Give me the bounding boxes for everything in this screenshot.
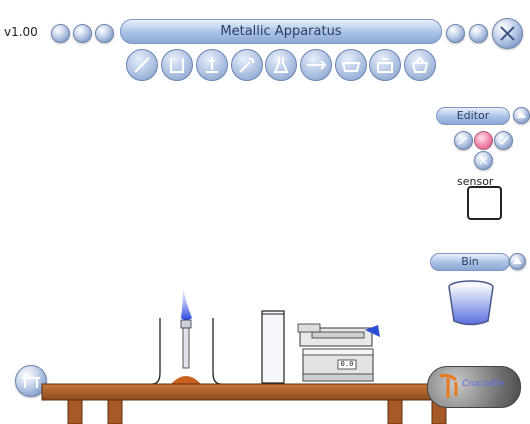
tray-tool-icon bbox=[341, 62, 361, 72]
logo-badge[interactable]: Crocodile bbox=[427, 366, 521, 408]
editor-tool-4[interactable] bbox=[474, 151, 493, 170]
probe-tool-button[interactable] bbox=[300, 49, 332, 81]
bin-panel-label[interactable]: Bin bbox=[430, 253, 510, 271]
wire-tool-icon bbox=[134, 57, 150, 73]
sensor-slot[interactable] bbox=[467, 186, 502, 220]
version-label: v1.00 bbox=[4, 25, 38, 39]
edit-icon bbox=[458, 136, 468, 145]
bin-label: Bin bbox=[461, 255, 479, 268]
bunsen-burner-apparatus[interactable] bbox=[151, 288, 222, 385]
title-bar: Metallic Apparatus bbox=[120, 19, 442, 44]
window-button-2[interactable] bbox=[73, 24, 92, 43]
editor-label: Editor bbox=[456, 109, 490, 122]
lab-bench bbox=[41, 383, 467, 424]
clamp-stand-tool-icon bbox=[206, 57, 218, 73]
crocodile-logo-icon bbox=[439, 374, 458, 398]
editor-collapse-button[interactable] bbox=[513, 107, 530, 124]
table-icon bbox=[22, 377, 40, 388]
close-icon bbox=[500, 26, 515, 41]
flask-tool-icon bbox=[273, 57, 289, 73]
window-button-5[interactable] bbox=[469, 24, 488, 43]
beaker-tool-button[interactable] bbox=[161, 49, 193, 81]
hotplate-display: 0.0 bbox=[340, 360, 354, 368]
beaker-tool-icon bbox=[170, 58, 184, 73]
editor-tool-1[interactable] bbox=[454, 131, 473, 150]
balance-tool-icon bbox=[377, 58, 393, 73]
balance-tool-button[interactable] bbox=[369, 49, 401, 81]
basket-tool-icon bbox=[411, 56, 429, 73]
close-button[interactable] bbox=[492, 18, 523, 49]
window-button-3[interactable] bbox=[95, 24, 114, 43]
editor-panel-label[interactable]: Editor bbox=[436, 107, 510, 125]
window-button-4[interactable] bbox=[446, 24, 465, 43]
bin-trash-icon[interactable] bbox=[446, 278, 496, 328]
measuring-cylinder[interactable] bbox=[261, 310, 285, 384]
app-title: Metallic Apparatus bbox=[220, 24, 342, 39]
flask-tool-button[interactable] bbox=[265, 49, 297, 81]
spatula-tool-button[interactable] bbox=[231, 49, 263, 81]
bin-collapse-button[interactable] bbox=[509, 253, 526, 270]
probe-tool-icon bbox=[307, 60, 326, 70]
tray-tool-button[interactable] bbox=[335, 49, 367, 81]
window-button-1[interactable] bbox=[51, 24, 70, 43]
triangle-up-icon bbox=[513, 258, 522, 264]
logo-text: Crocodile bbox=[462, 379, 505, 389]
cut-icon bbox=[479, 156, 488, 165]
editor-tool-3[interactable] bbox=[494, 131, 513, 150]
spatula-tool-icon bbox=[239, 57, 255, 73]
shelf-button[interactable] bbox=[15, 365, 47, 397]
hotplate-apparatus[interactable] bbox=[297, 323, 380, 382]
editor-tool-2[interactable] bbox=[474, 131, 493, 150]
clamp-stand-tool-button[interactable] bbox=[196, 49, 228, 81]
basket-tool-button[interactable] bbox=[404, 49, 436, 81]
triangle-up-icon bbox=[517, 112, 526, 118]
wire-tool-button[interactable] bbox=[126, 49, 158, 81]
sensor-label: sensor bbox=[457, 175, 494, 188]
check-icon bbox=[498, 136, 509, 146]
